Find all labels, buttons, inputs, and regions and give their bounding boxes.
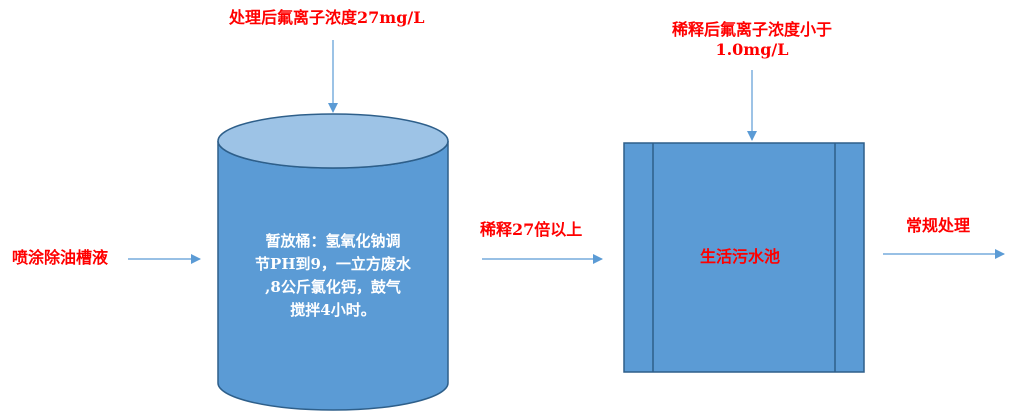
- tank-description: 暂放桶：氢氧化钠调 节PH到9，一立方废水 ,8公斤氯化钙，鼓气 搅拌4小时。: [232, 230, 434, 322]
- label-input-liquid: 喷涂除油槽液: [12, 248, 109, 267]
- tank-line: 搅拌4小时。: [290, 301, 376, 319]
- label-fluoride-after-dilution: 稀释后氟离子浓度小于 1.0mg/L: [650, 20, 854, 60]
- label-dilute: 稀释27倍以上: [480, 220, 583, 239]
- sewage-pool: [623, 142, 865, 373]
- label-output: 常规处理: [906, 216, 971, 235]
- label-fluoride-after-dilution-line1: 稀释后氟离子浓度小于: [671, 20, 832, 39]
- pool-label: 生活污水池: [699, 247, 780, 266]
- tank-line: 节PH到9，一立方废水: [255, 255, 411, 273]
- tank-line: ,8公斤氯化钙，鼓气: [265, 278, 401, 296]
- holding-tank: [217, 113, 449, 411]
- pool-body: [623, 142, 865, 373]
- tank-line: 暂放桶：氢氧化钠调: [265, 232, 401, 250]
- label-fluoride-after-treatment: 处理后氟离子浓度27mg/L: [229, 8, 425, 27]
- label-fluoride-after-dilution-line2: 1.0mg/L: [715, 40, 789, 59]
- tank-top: [217, 113, 449, 169]
